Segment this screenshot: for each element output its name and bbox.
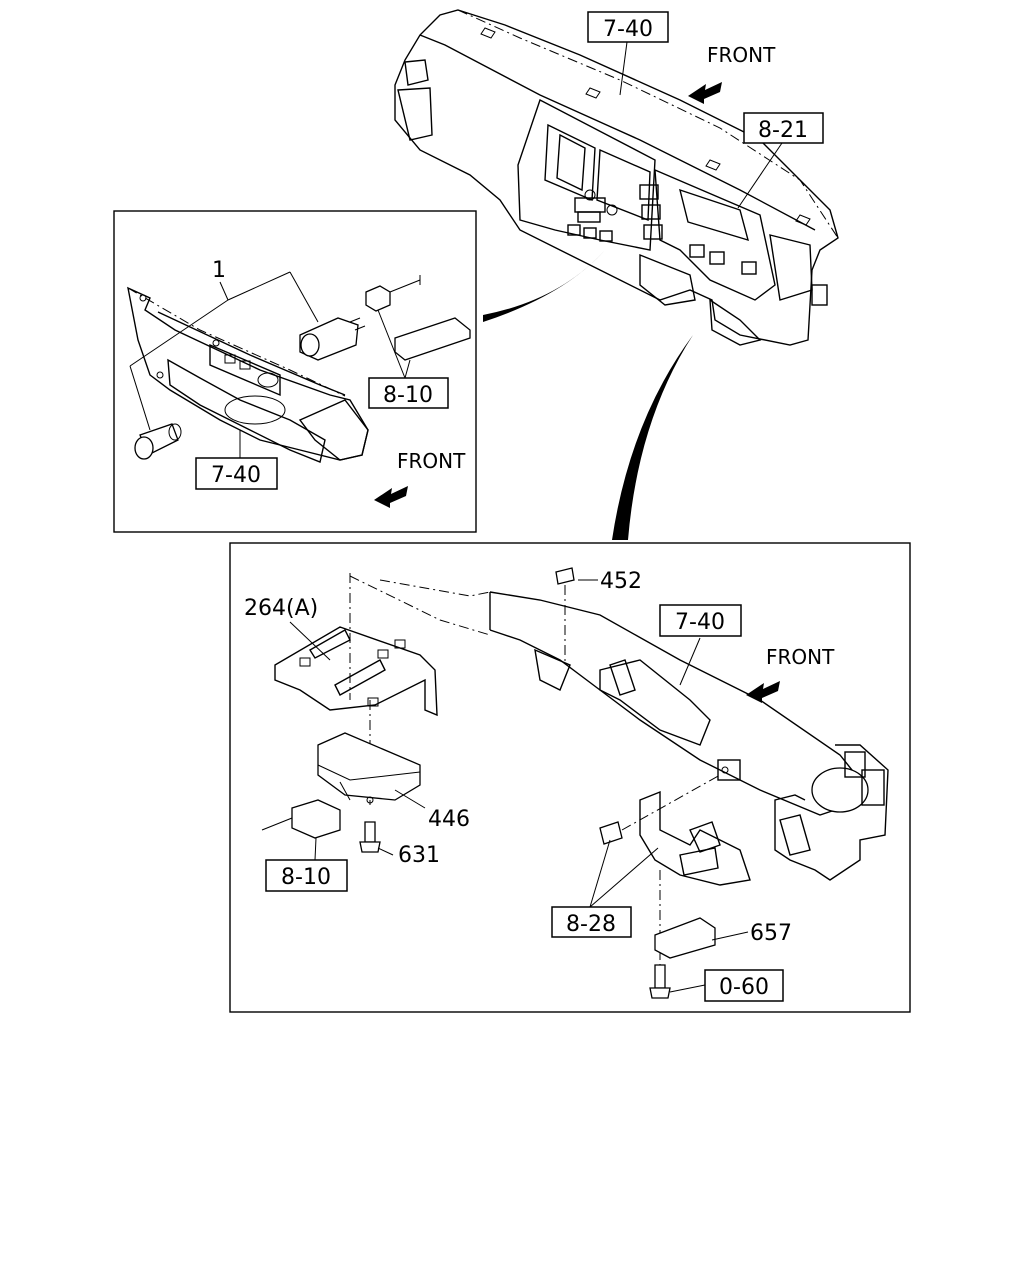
callout-label: 0-60 xyxy=(719,975,769,1000)
callout-7-40-inset: 7-40 xyxy=(195,457,278,490)
callout-label: 8-10 xyxy=(281,865,331,890)
lower-frame xyxy=(229,542,911,1013)
front-arrow-icon xyxy=(688,82,722,104)
dashboard-assembly xyxy=(394,9,839,346)
callout-label: 8-10 xyxy=(383,383,433,408)
callout-631: 631 xyxy=(398,843,440,868)
front-label: FRONT xyxy=(766,645,835,669)
callout-264a: 264(A) xyxy=(244,596,318,621)
callout-7-40-top: 7-40 xyxy=(587,11,669,43)
callout-label: 8-21 xyxy=(758,118,808,143)
callout-label: 446 xyxy=(428,807,470,832)
callout-8-28: 8-28 xyxy=(551,906,632,938)
callout-0-60: 0-60 xyxy=(704,969,784,1002)
callout-label: 8-28 xyxy=(566,912,616,937)
callout-8-10-inset: 8-10 xyxy=(368,377,449,409)
callout-452: 452 xyxy=(600,569,642,594)
connector-to-inset xyxy=(483,250,605,322)
connector-to-lower xyxy=(612,335,693,540)
callout-label: 7-40 xyxy=(603,17,653,42)
front-indicator-inset: FRONT xyxy=(374,449,466,508)
cross-member-assembly xyxy=(261,567,889,999)
callout-label: 1 xyxy=(212,258,226,283)
callout-label: 7-40 xyxy=(211,463,261,488)
callout-label: 7-40 xyxy=(675,610,725,635)
callout-446: 446 xyxy=(428,807,470,832)
front-label: FRONT xyxy=(397,449,466,473)
callout-label: 631 xyxy=(398,843,440,868)
callout-8-10-lower: 8-10 xyxy=(265,859,348,892)
front-arrow-icon xyxy=(746,681,780,703)
front-arrow-icon xyxy=(374,486,408,508)
callout-657: 657 xyxy=(750,921,792,946)
inset-switch-panel xyxy=(127,271,471,463)
front-indicator-top: FRONT xyxy=(688,43,776,104)
callout-label: 264(A) xyxy=(244,596,318,621)
callout-label: 657 xyxy=(750,921,792,946)
callout-1-inset: 1 xyxy=(212,258,226,283)
callout-8-21-top: 8-21 xyxy=(743,112,824,144)
front-label: FRONT xyxy=(707,43,776,67)
inset-frame xyxy=(113,210,477,533)
front-indicator-lower: FRONT xyxy=(746,645,835,703)
callout-7-40-lower: 7-40 xyxy=(659,604,742,637)
callout-label: 452 xyxy=(600,569,642,594)
